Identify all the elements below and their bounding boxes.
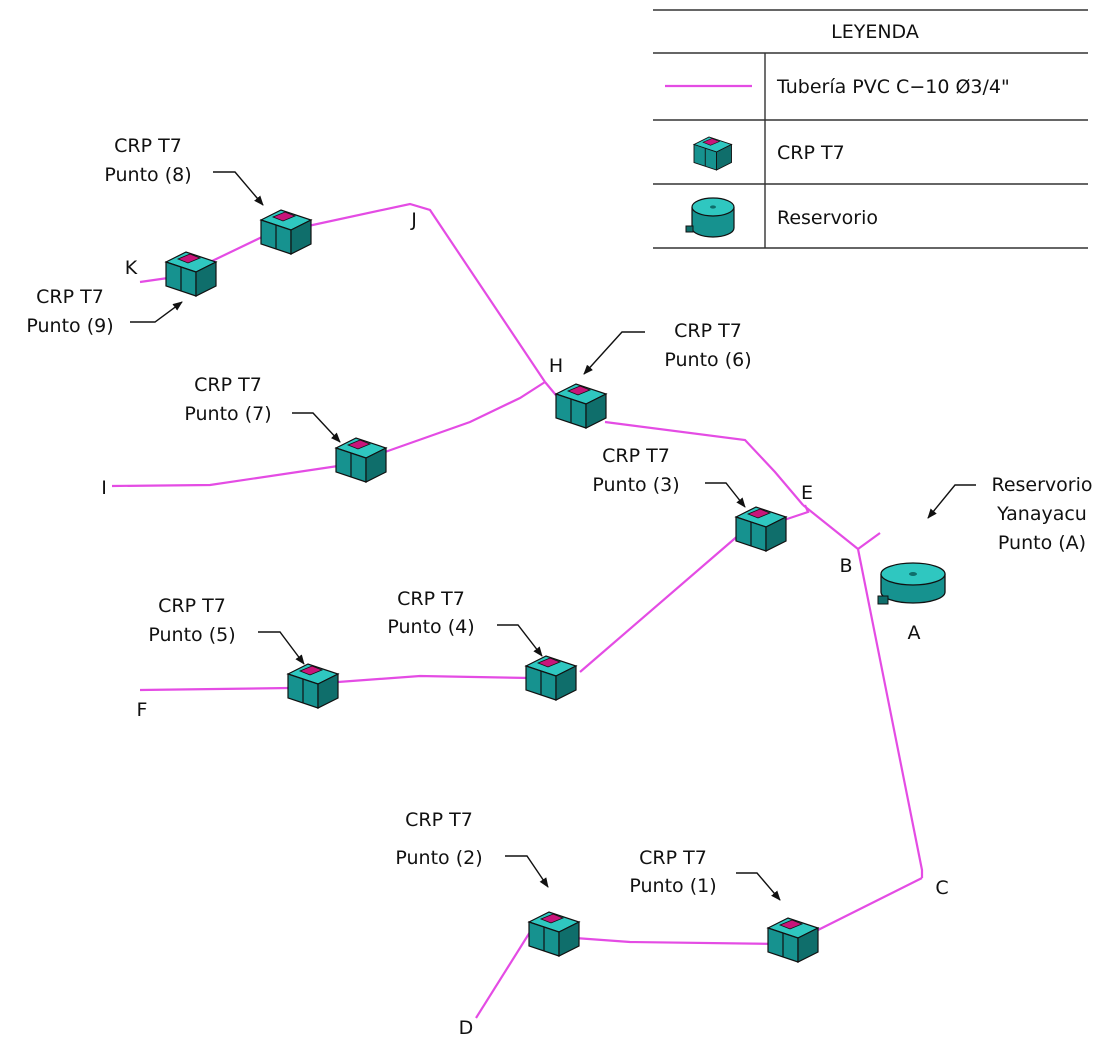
crp-label-4: CRP T7 Punto (4)	[387, 588, 474, 638]
node-label-j: J	[410, 209, 417, 231]
crp-label-3-line1: CRP T7	[602, 445, 670, 467]
node-label-k: K	[125, 257, 138, 279]
crp-box-7	[335, 437, 387, 483]
node-label-a: A	[908, 622, 921, 644]
legend-reservoir-label: Reservorio	[777, 207, 878, 229]
node-label-c: C	[935, 877, 948, 899]
pipe-segment-c-crp1	[807, 877, 923, 936]
crp-label-9-line2: Punto (9)	[26, 315, 113, 337]
crp-label-8-line1: CRP T7	[114, 135, 182, 157]
crp-box-9	[165, 251, 217, 297]
legend-pipe-label: Tubería PVC C−10 Ø3/4"	[776, 76, 1010, 98]
pipe-segment-crp8-crp9	[209, 236, 263, 263]
node-label-d: D	[459, 1017, 474, 1039]
pipe-segment-crp5-f	[139, 686, 291, 692]
crp-label-2-line1: CRP T7	[405, 809, 473, 831]
crp-label-5-line1: CRP T7	[158, 595, 226, 617]
pipe-segment-h-crp7	[384, 381, 546, 454]
pipe-segment-e-crp3	[777, 504, 810, 524]
crp-leader-2	[505, 855, 549, 888]
pipe-segment-crp1-crp2	[574, 936, 781, 946]
crp-leader-6	[583, 331, 645, 375]
pipe-segment-b-e	[802, 504, 859, 550]
crp-label-5: CRP T7 Punto (5)	[148, 595, 235, 646]
reservoir-yanayacu	[877, 562, 946, 605]
reservoir-label-line3: Punto (A)	[998, 532, 1086, 554]
crp-label-7: CRP T7 Punto (7)	[184, 374, 271, 425]
crp-box-8	[260, 209, 312, 255]
crp-label-2-line2: Punto (2)	[395, 847, 482, 869]
crp-label-1: CRP T7 Punto (1)	[629, 847, 716, 897]
crp-label-3-line2: Punto (3)	[592, 474, 679, 496]
crp-label-1-line2: Punto (1)	[629, 875, 716, 897]
crp-leader-9	[130, 301, 183, 323]
crp-box-3	[735, 506, 787, 552]
reservoir-label-line2: Yanayacu	[996, 503, 1087, 525]
crp-leader-7	[292, 412, 341, 443]
pipe-segment-crp4-crp5	[337, 674, 531, 684]
pipe-segment-e-crp6	[604, 420, 804, 506]
crp-leader-3	[705, 482, 746, 508]
crp-box-6	[555, 383, 607, 429]
crp-leader-5	[258, 631, 305, 665]
legend: LEYENDA Tubería PVC C−10 Ø3/4" CRP T7 Re…	[653, 9, 1088, 249]
node-label-f: F	[137, 699, 148, 721]
pipe-segment-h-j-crp8	[307, 202, 546, 383]
crp-box-1	[767, 917, 819, 963]
crp-label-9-line1: CRP T7	[36, 286, 104, 308]
node-label-e: E	[801, 482, 813, 504]
legend-reservoir-icon	[685, 197, 735, 238]
crp-label-7-line2: Punto (7)	[184, 403, 271, 425]
legend-crp-label: CRP T7	[777, 142, 845, 164]
node-label-i: I	[101, 477, 107, 499]
crp-label-1-line1: CRP T7	[639, 847, 707, 869]
crp-label-6-line1: CRP T7	[674, 320, 742, 342]
pipe-segment-b-c	[856, 548, 924, 878]
reservoir-leader-arrow	[927, 484, 976, 519]
crp-label-6: CRP T7 Punto (6)	[664, 320, 751, 371]
crp-box-4	[525, 655, 577, 701]
crp-label-4-line2: Punto (4)	[387, 616, 474, 638]
pipe-segment-crp9-k	[139, 276, 169, 284]
crp-label-2: CRP T7 Punto (2)	[395, 809, 482, 869]
crp-label-9: CRP T7 Punto (9)	[26, 286, 113, 337]
crp-leader-4	[497, 624, 543, 657]
node-label-h: H	[549, 355, 563, 377]
reservoir-label: Reservorio Yanayacu Punto (A)	[991, 474, 1092, 554]
legend-title: LEYENDA	[831, 21, 919, 43]
crp-box-2	[528, 911, 580, 957]
crp-box-5	[287, 663, 339, 709]
crp-label-7-line1: CRP T7	[194, 374, 262, 396]
pipe-segment-crp7-i	[111, 464, 339, 488]
legend-crp-icon	[693, 136, 732, 171]
crp-label-3: CRP T7 Punto (3)	[592, 445, 679, 496]
pipe-network	[111, 202, 924, 1019]
pipe-segment-crp3-crp4	[579, 533, 741, 673]
node-label-b: B	[839, 555, 852, 577]
crp-label-6-line2: Punto (6)	[664, 349, 751, 371]
crp-label-8-line2: Punto (8)	[104, 164, 191, 186]
crp-leader-1	[736, 872, 781, 901]
pipe-segment-a-b	[857, 532, 881, 550]
crp-leader-8	[213, 171, 264, 206]
crp-label-5-line2: Punto (5)	[148, 624, 235, 646]
pipe-segment-crp2-d	[475, 931, 531, 1019]
reservoir-label-line1: Reservorio	[991, 474, 1092, 496]
crp-label-4-line1: CRP T7	[397, 588, 465, 610]
crp-label-8: CRP T7 Punto (8)	[104, 135, 191, 186]
